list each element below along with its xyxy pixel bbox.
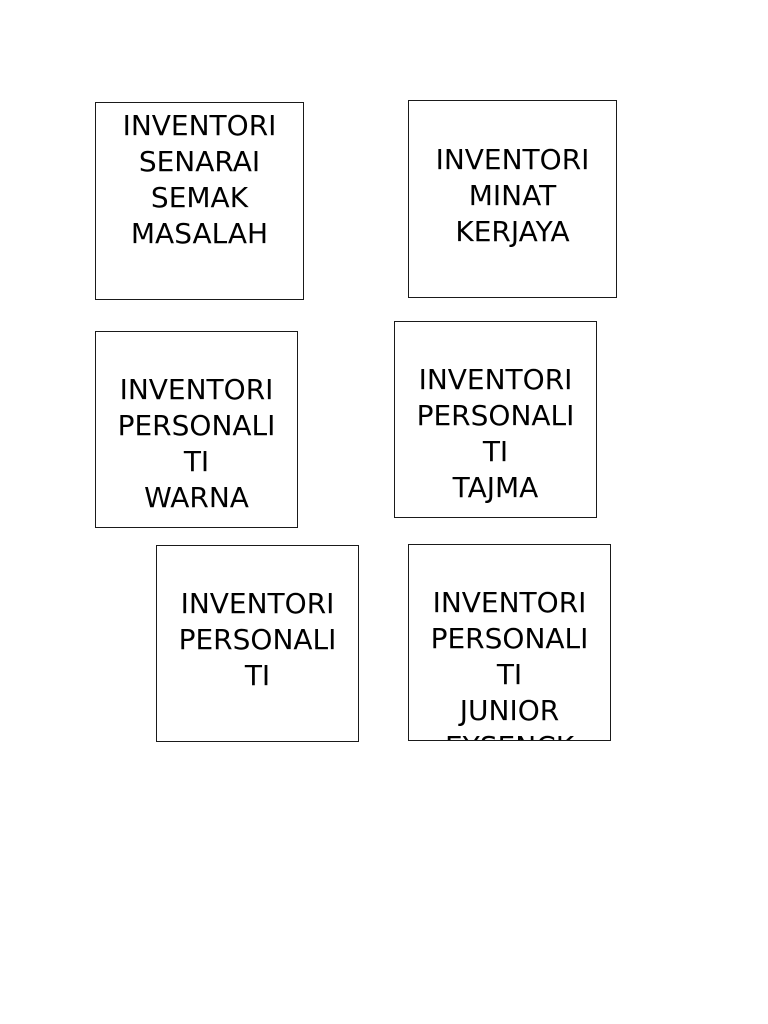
label-card-personaliti: INVENTORI PERSONALI TI bbox=[156, 545, 359, 742]
label-card-minat-kerjaya: INVENTORI MINAT KERJAYA bbox=[408, 100, 617, 298]
label-line: EYSENCK bbox=[409, 729, 610, 740]
label-card-personaliti-warna: INVENTORI PERSONALI TI WARNA bbox=[95, 331, 298, 528]
label-card-senarai-semak-masalah: INVENTORI SENARAI SEMAK MASALAH bbox=[95, 102, 304, 300]
label-card-text: INVENTORI SENARAI SEMAK MASALAH bbox=[96, 108, 303, 252]
label-line: TI bbox=[482, 435, 509, 468]
label-line: WARNA bbox=[144, 481, 249, 514]
label-card-text: INVENTORI PERSONALI TI bbox=[157, 586, 358, 694]
label-line: INVENTORI bbox=[432, 586, 587, 619]
label-card-personaliti-junior-eysenck: INVENTORI PERSONALI TI JUNIOR EYSENCK bbox=[408, 544, 611, 741]
label-line: INVENTORI bbox=[119, 373, 274, 406]
label-card-text: INVENTORI MINAT KERJAYA bbox=[409, 142, 616, 250]
label-line: JUNIOR bbox=[459, 694, 560, 727]
label-line: PERSONALI bbox=[416, 399, 575, 432]
label-line: SENARAI bbox=[138, 145, 261, 178]
label-line: TAJMA bbox=[452, 471, 539, 504]
label-line: SEMAK bbox=[150, 181, 249, 214]
label-line: PERSONALI bbox=[430, 622, 589, 655]
label-line: TI bbox=[183, 445, 210, 478]
label-line: MASALAH bbox=[130, 217, 269, 250]
label-line: INVENTORI bbox=[122, 109, 277, 142]
label-card-text: INVENTORI PERSONALI TI TAJMA bbox=[395, 362, 596, 506]
label-line: INVENTORI bbox=[180, 587, 335, 620]
label-card-text: INVENTORI PERSONALI TI WARNA bbox=[96, 372, 297, 516]
label-line: TI bbox=[244, 659, 271, 692]
label-card-text: INVENTORI PERSONALI TI JUNIOR EYSENCK bbox=[409, 585, 610, 740]
label-line: PERSONALI bbox=[117, 409, 276, 442]
label-line: INVENTORI bbox=[418, 363, 573, 396]
label-line: INVENTORI bbox=[435, 143, 590, 176]
label-line: KERJAYA bbox=[455, 215, 570, 248]
label-line: TI bbox=[496, 658, 523, 691]
label-line: PERSONALI bbox=[178, 623, 337, 656]
label-card-personaliti-tajma: INVENTORI PERSONALI TI TAJMA bbox=[394, 321, 597, 518]
label-line: MINAT bbox=[468, 179, 557, 212]
